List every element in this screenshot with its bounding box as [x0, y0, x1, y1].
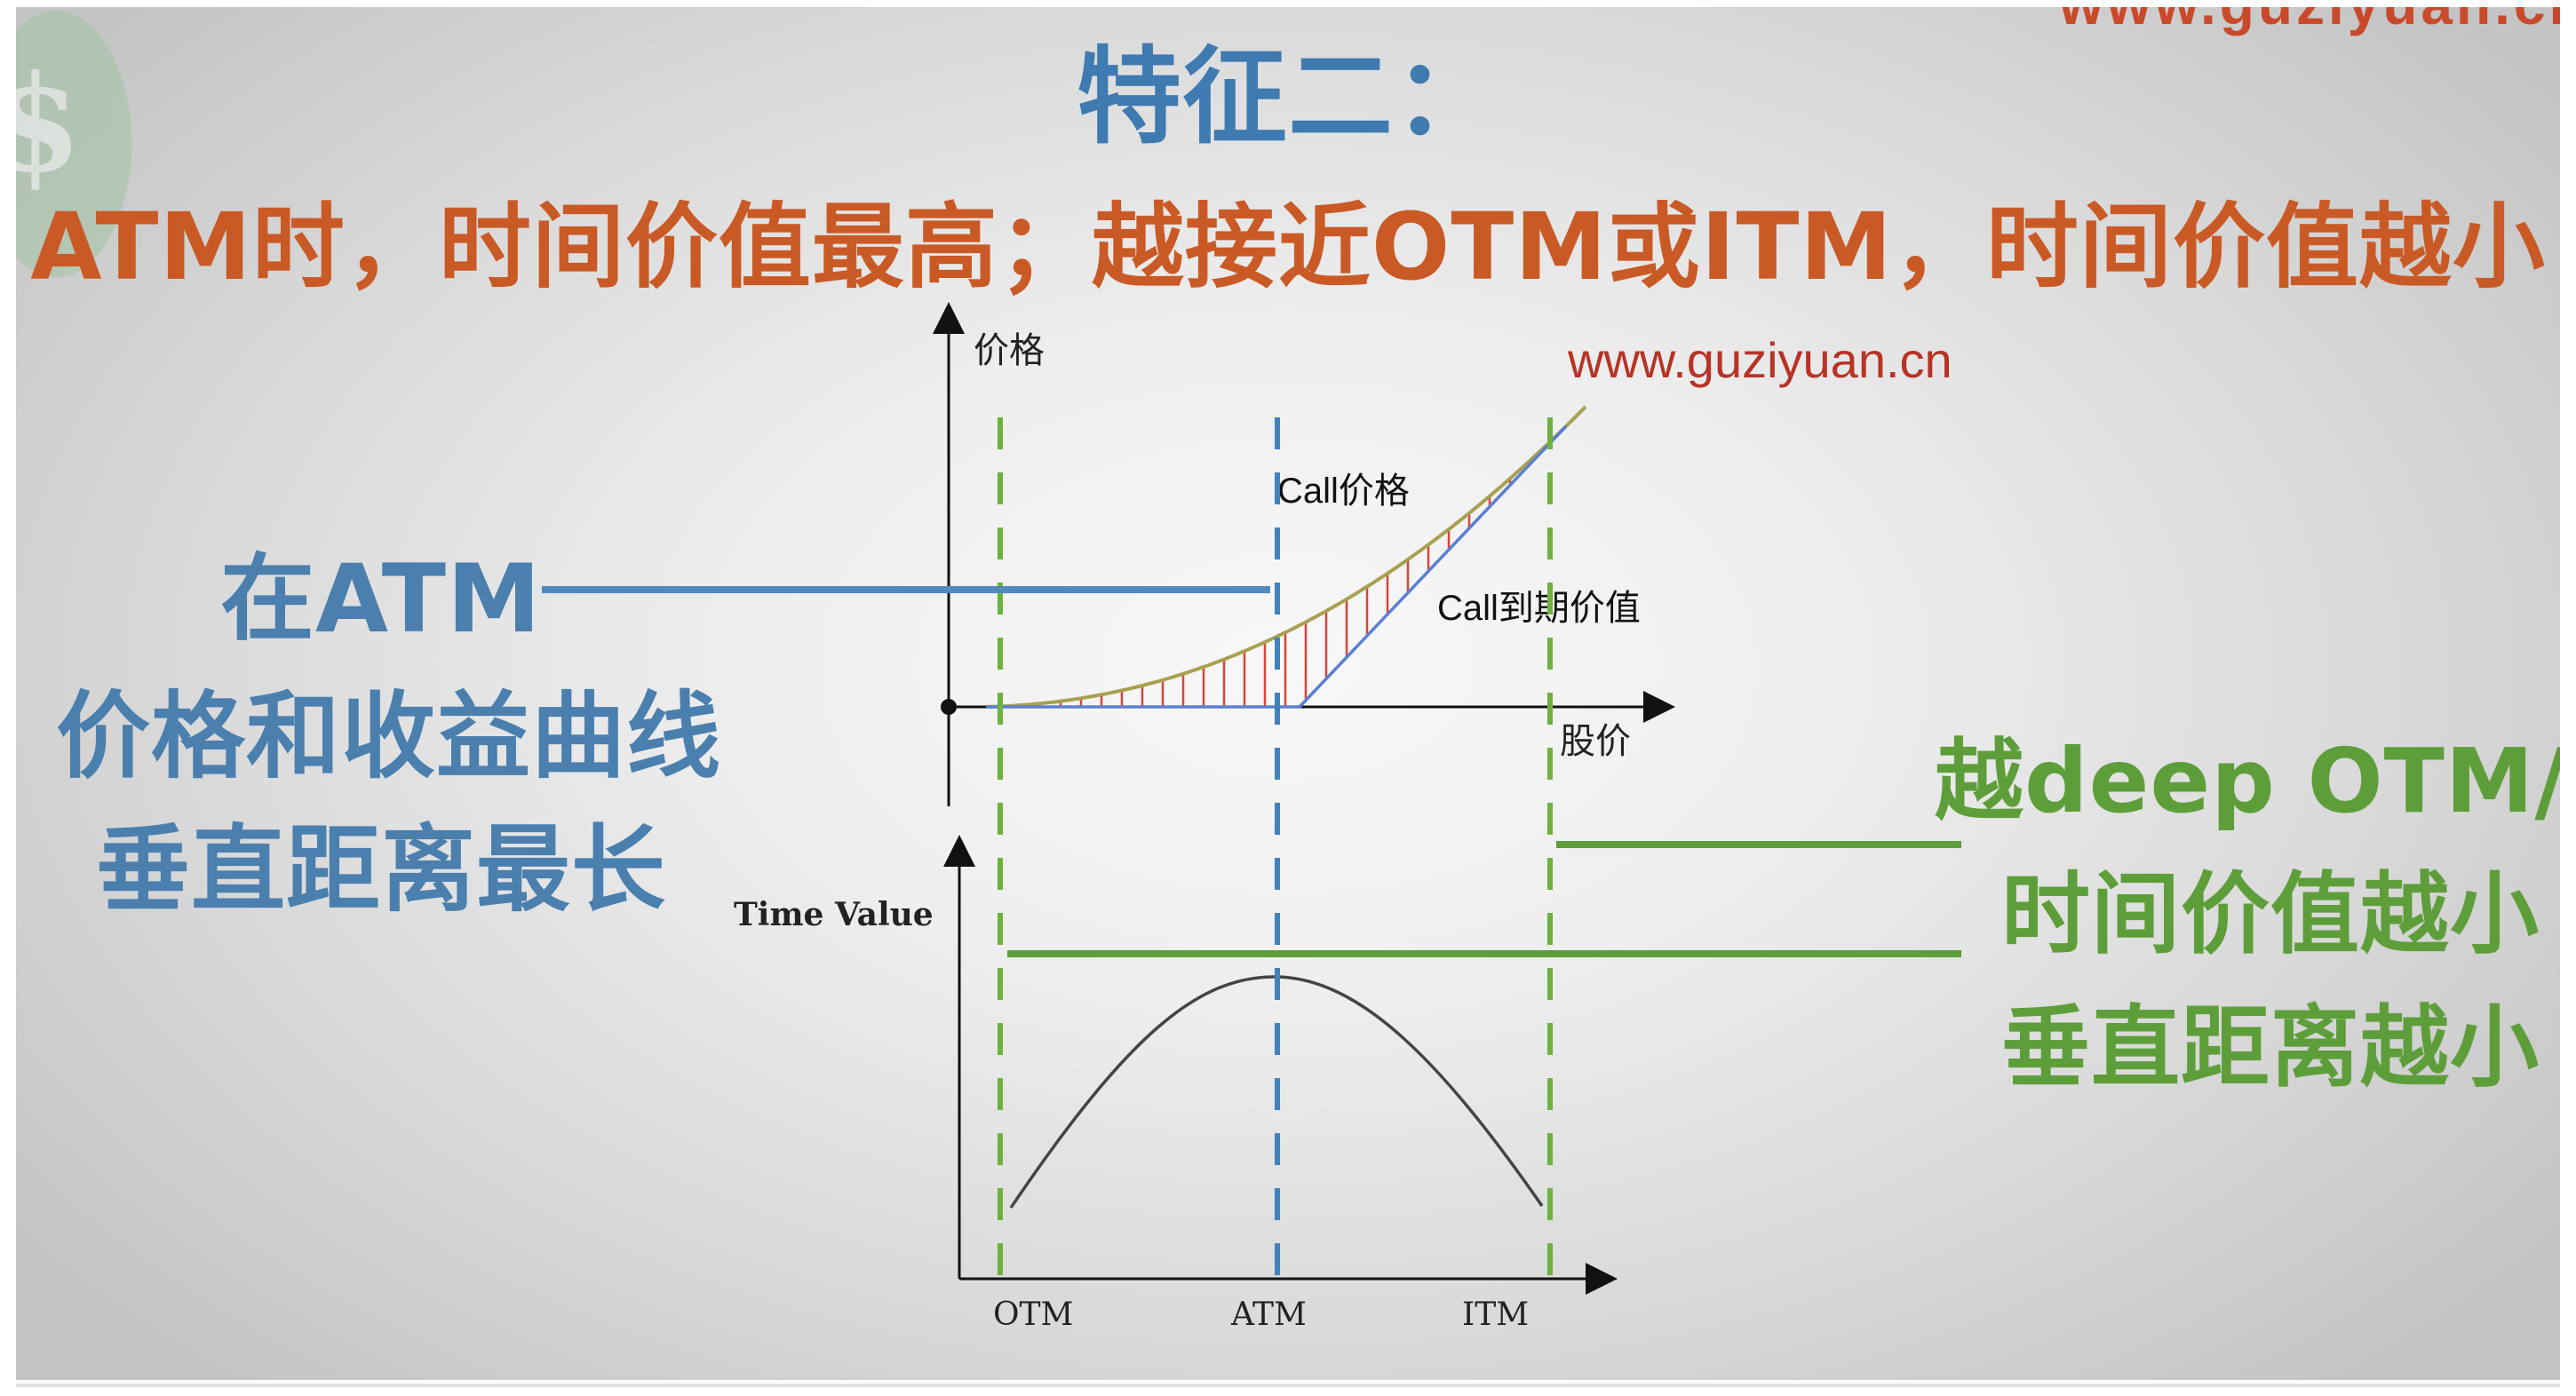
lower-chart-axes — [943, 835, 1618, 1295]
left-annotation-line2: 价格和收益曲线 — [56, 682, 721, 791]
slide-frame: $ www.guziyuan.cn 特征二： ATM时，时间价值最高；越接近OT… — [16, 7, 2560, 1380]
x-tick-otm: OTM — [993, 1297, 1073, 1333]
brand-logo: $ — [16, 11, 131, 277]
right-annotation-line3: 垂直距离越小 — [2001, 995, 2540, 1099]
x-tick-itm: ITM — [1462, 1297, 1529, 1333]
slide-title: 特征二： — [1076, 36, 1499, 158]
upper-y-label: 价格 — [974, 330, 1045, 371]
bottom-rule — [16, 1384, 2560, 1387]
watermark-url: www.guziyuan.cn — [1568, 332, 1952, 388]
origin-dot — [941, 699, 957, 715]
watermark-top: www.guziyuan.cn — [2059, 7, 2560, 37]
call-expiry-value-line — [986, 424, 1568, 709]
slide-subtitle: ATM时，时间价值最高；越接近OTM或ITM，时间价值越小 — [30, 193, 2546, 301]
right-annotation-line1: 越deep OTM/ITM — [1935, 729, 2560, 833]
x-tick-atm: ATM — [1230, 1297, 1307, 1333]
upper-x-label: 股价 — [1560, 721, 1631, 762]
option-value-diagram: 价格 股价 Call价格 Call到期价值 Time Value OTM ATM… — [542, 302, 1961, 1333]
right-annotation-line2: 时间价值越小 — [2001, 862, 2540, 966]
call-expiry-label: Call到期价值 — [1437, 589, 1641, 628]
call-price-label: Call价格 — [1277, 472, 1410, 511]
lower-y-label: Time Value — [734, 896, 934, 933]
left-annotation-line1: 在ATM — [220, 544, 542, 654]
call-price-curve — [985, 405, 1587, 709]
upper-chart-axes — [933, 302, 1675, 806]
left-annotation-line3: 垂直距离最长 — [96, 815, 666, 924]
